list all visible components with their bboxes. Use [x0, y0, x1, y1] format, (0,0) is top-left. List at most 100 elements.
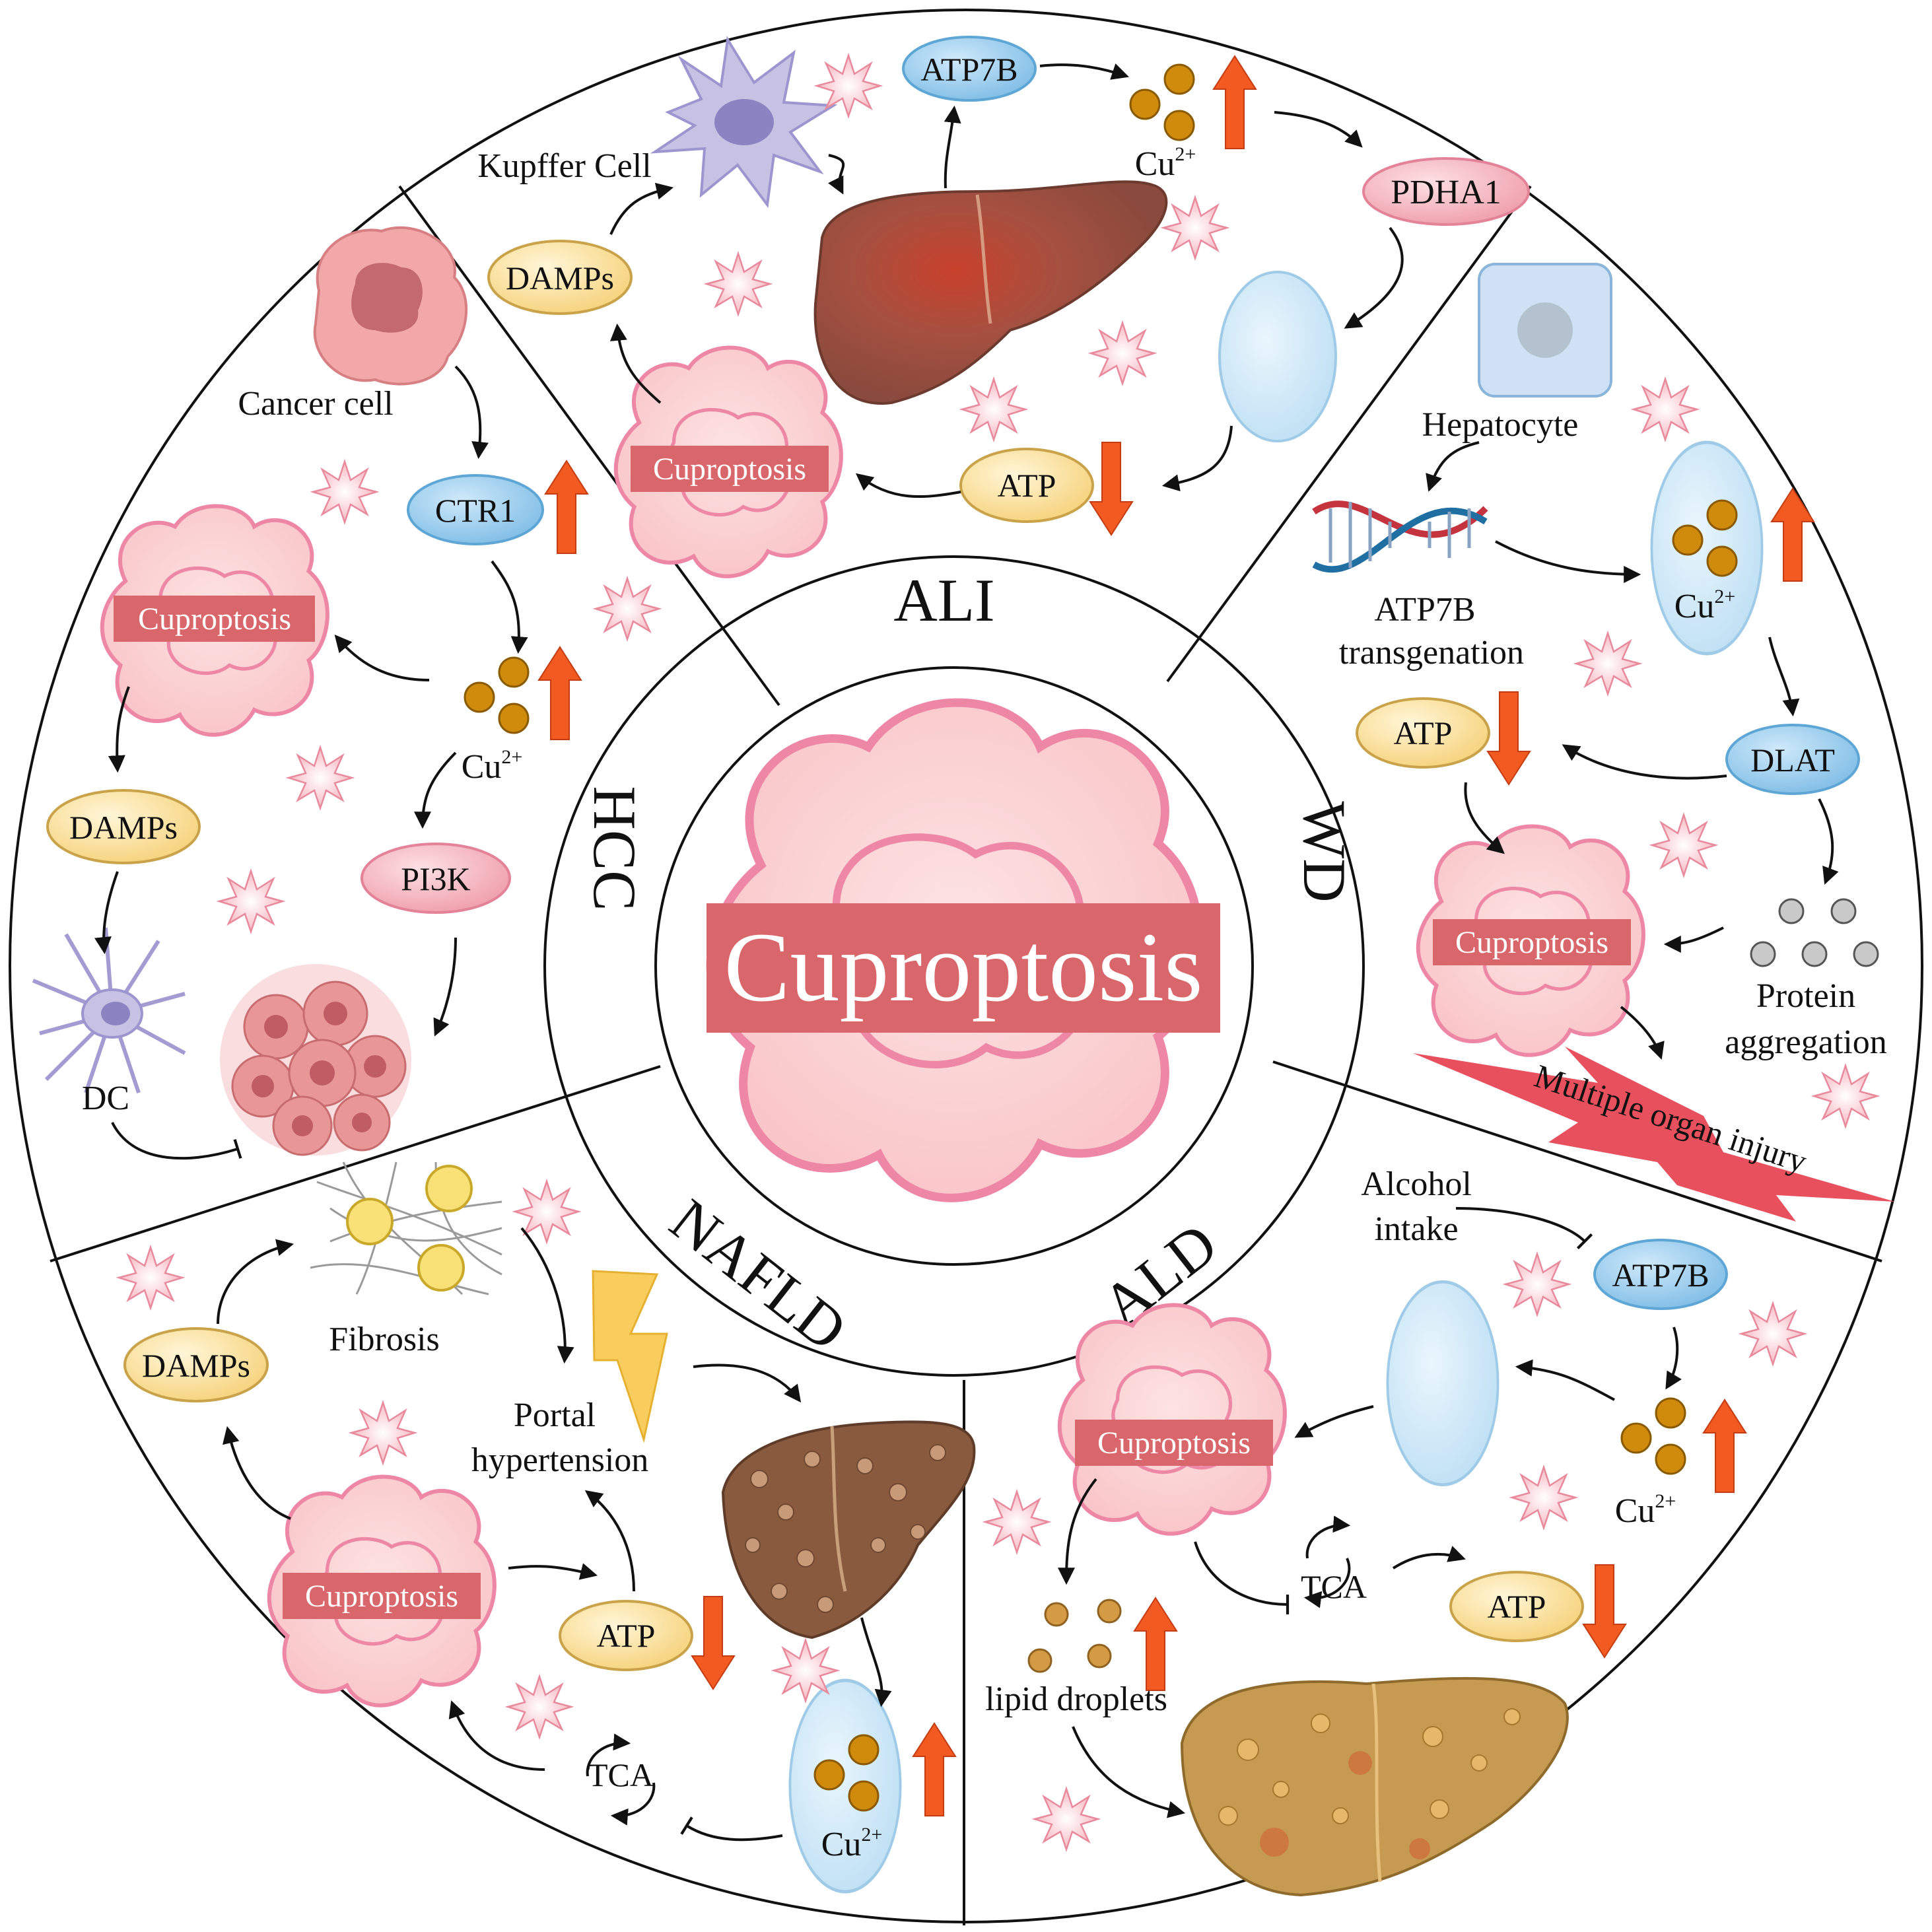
ali-cuproptosis-band	[631, 446, 829, 492]
nafld-damage-star-icon	[506, 1675, 572, 1739]
ring-label-ali: ALI	[893, 567, 994, 634]
ald-copper-label: Cu2+	[1615, 1490, 1676, 1530]
svg-text:ATP7B: ATP7B	[920, 51, 1018, 88]
fibrosis-cell-icon	[346, 1165, 473, 1292]
nafld-atp-badge: ATP	[559, 1600, 693, 1671]
ali-pdha1-badge: PDHA1	[1362, 157, 1530, 226]
fatty-liver-icon	[1180, 1676, 1569, 1897]
nafld-cuproptosis-band	[283, 1573, 481, 1619]
hcc-ctr1-up-arrow-icon	[545, 460, 588, 554]
hcc-arrows	[94, 365, 528, 1160]
tumor-cluster-icon	[220, 964, 411, 1156]
hcc-copper-label: Cu2+	[462, 746, 523, 786]
ali-copper-up-arrow-icon	[1213, 55, 1257, 149]
ald-damage-star-icon	[1504, 1253, 1570, 1316]
hcc-cuproptosis-label: Cuproptosis	[138, 602, 291, 637]
nafld-fibrosis-label: Fibrosis	[329, 1321, 440, 1358]
ald-copper-ions-icon	[1620, 1397, 1686, 1475]
hcc-damage-star-icon	[287, 746, 353, 810]
kupffer-cell-icon	[650, 36, 838, 209]
svg-text:CTR1: CTR1	[435, 492, 516, 529]
svg-text:ATP: ATP	[1394, 714, 1453, 751]
nafld-damage-star-icon	[773, 1639, 839, 1702]
ali-damage-star-icon	[961, 378, 1027, 441]
ali-damage-star-icon	[1089, 322, 1156, 385]
svg-text:PI3K: PI3K	[401, 860, 471, 897]
svg-text:DAMPs: DAMPs	[69, 809, 178, 846]
nafld-tca-label: TCA	[588, 1756, 654, 1793]
nafld-atp-down-arrow-icon	[691, 1596, 735, 1690]
ald-alcohol-label-1: Alcohol	[1361, 1165, 1472, 1203]
ali-arrows	[609, 63, 1404, 498]
ald-damage-star-icon	[1511, 1466, 1577, 1529]
ald-arrows	[1058, 1207, 1682, 1818]
fibrosis-mesh-icon	[310, 1161, 502, 1295]
hcc-cancer-label: Cancer cell	[238, 385, 393, 423]
ali-damage-star-icon	[1162, 196, 1228, 259]
lipid-droplets-icon	[1027, 1599, 1122, 1673]
ald-alcohol-label-2: intake	[1374, 1210, 1458, 1248]
cancer-cell-icon	[313, 226, 468, 386]
dna-icon	[1312, 500, 1488, 573]
wd-section: Hepatocyte ATP7B transgenation Cu2+	[1312, 263, 1895, 1222]
wd-atp-badge: ATP	[1356, 697, 1490, 769]
ald-tca-cycle-icon	[1303, 1515, 1351, 1608]
nafld-damage-star-icon	[350, 1401, 416, 1465]
ald-damage-star-icon	[1033, 1787, 1099, 1851]
nafld-portal-label-2: hypertension	[471, 1441, 649, 1479]
ali-copper-ions-icon	[1129, 63, 1195, 141]
hcc-damage-star-icon	[312, 460, 378, 524]
wd-dlat-badge: DLAT	[1725, 724, 1860, 795]
nafld-copper-up-arrow-icon	[913, 1723, 956, 1816]
nafld-arrows	[217, 1227, 892, 1842]
wd-cuproptosis-band	[1433, 919, 1631, 965]
nafld-portal-label-1: Portal	[514, 1397, 596, 1434]
svg-text:ATP: ATP	[998, 467, 1056, 504]
wd-copper-label: Cu2+	[1674, 586, 1736, 625]
svg-text:ATP: ATP	[1488, 1588, 1546, 1625]
ali-mitochondrion-icon	[1218, 271, 1337, 442]
ald-cuproptosis-band	[1075, 1420, 1273, 1466]
kupffer-label: Kupffer Cell	[477, 147, 651, 185]
hcc-section: Cancer cell CTR1 Cu2+ Cuproptosis DAMPs …	[32, 226, 660, 1160]
ald-atp-badge: ATP	[1449, 1571, 1584, 1642]
ald-damage-star-icon	[984, 1490, 1050, 1554]
wd-gene-label-2: transgenation	[1339, 634, 1524, 672]
wd-atp-down-arrow-icon	[1487, 691, 1531, 785]
wd-protein-label-1: Protein	[1756, 977, 1855, 1015]
hcc-dc-label: DC	[82, 1080, 129, 1117]
organ-injury-burst-icon	[1413, 1047, 1895, 1222]
ali-section: Kupffer Cell ATP7B Cu2+ PDHA1 DAMPs	[477, 36, 1530, 576]
ald-mitochondrion-icon	[1387, 1282, 1498, 1484]
ali-damage-star-icon	[705, 252, 771, 316]
wd-damage-star-icon	[1651, 813, 1717, 877]
hcc-copper-up-arrow-icon	[538, 646, 582, 740]
hcc-damage-star-icon	[594, 577, 660, 640]
svg-text:DAMPs: DAMPs	[506, 259, 614, 296]
wd-copper-up-arrow-icon	[1771, 488, 1814, 582]
hepatocyte-label: Hepatocyte	[1422, 406, 1579, 444]
cirrhotic-liver-icon	[721, 1420, 976, 1639]
wd-gene-label-1: ATP7B	[1374, 591, 1475, 629]
ali-damage-star-icon	[815, 54, 881, 118]
nafld-copper-label: Cu2+	[821, 1824, 883, 1863]
svg-text:ATP7B: ATP7B	[1612, 1257, 1709, 1294]
ali-damps-badge: DAMPs	[487, 240, 633, 315]
ali-copper-label: Cu2+	[1135, 143, 1196, 183]
nafld-section: Fibrosis DAMPs Portal hypertension Cupro…	[118, 1161, 976, 1892]
wd-damage-star-icon	[1812, 1064, 1879, 1128]
middle-ring	[543, 555, 1365, 1377]
ald-lipid-label: lipid droplets	[985, 1680, 1167, 1718]
ald-cuproptosis-label: Cuproptosis	[1097, 1426, 1251, 1461]
ald-cuproptosis-cell	[1060, 1305, 1285, 1533]
hcc-ctr1-badge: CTR1	[407, 474, 544, 545]
dendritic-cell-icon	[32, 927, 186, 1093]
outer-ring	[9, 9, 1923, 1923]
ald-section: Alcohol intake ATP7B Cu2+ Cuproptosis TC…	[984, 1165, 1806, 1897]
ald-lipid-up-arrow-icon	[1134, 1597, 1177, 1691]
hcc-damps-badge: DAMPs	[46, 789, 201, 864]
ald-copper-up-arrow-icon	[1703, 1399, 1746, 1493]
nafld-damps-badge: DAMPs	[123, 1327, 269, 1402]
nafld-tca-cycle-icon	[586, 1733, 656, 1826]
